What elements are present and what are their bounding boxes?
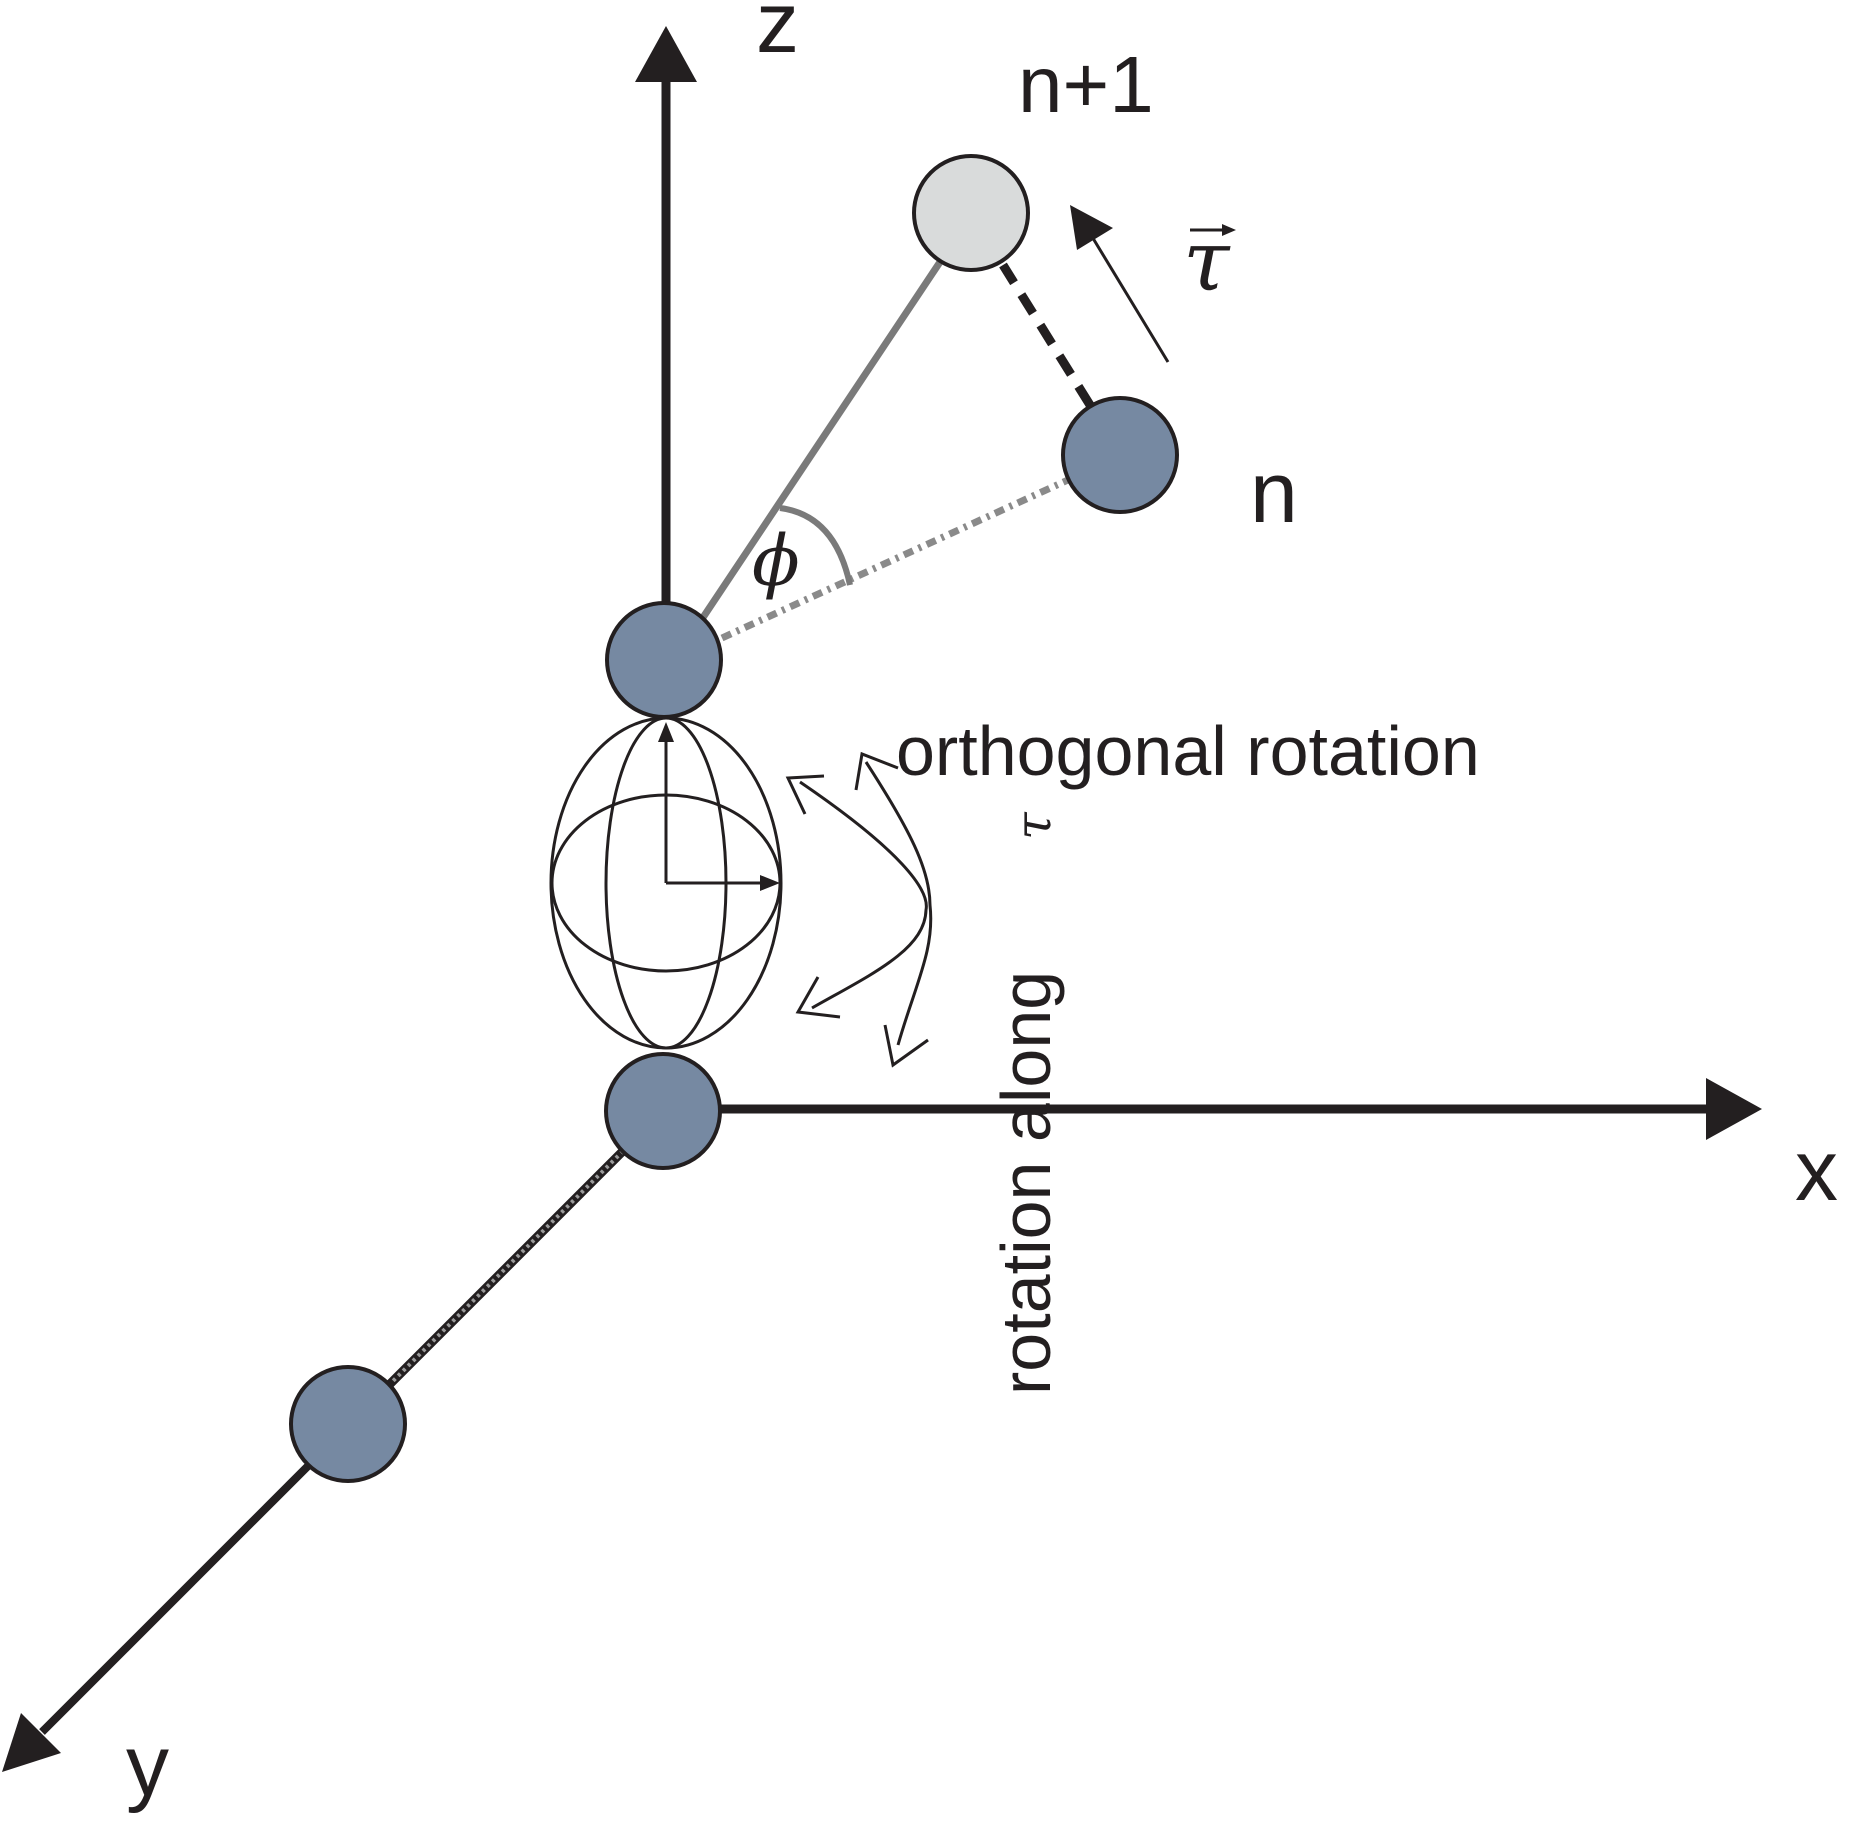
y-axis-label: y [126, 1718, 169, 1814]
nodes [289, 154, 1179, 1483]
rotation-arrows [785, 751, 933, 1068]
bond-to-n [720, 476, 1070, 642]
rotation-curve-2 [864, 761, 933, 1046]
rotation-arrowhead-1a [785, 774, 825, 815]
local-axis-vertical-head [658, 722, 674, 742]
angle-symbol: ϕ [752, 520, 800, 602]
ellipsoid [549, 716, 783, 1050]
node-lower [289, 1365, 407, 1483]
tangent-arrow-line [1086, 229, 1170, 363]
bonds [697, 260, 1094, 642]
bond-n-next [999, 262, 1094, 408]
node-origin [604, 1052, 722, 1170]
y-axis-arrowhead [2, 1713, 61, 1772]
rotation-arrowhead-2b [883, 1024, 929, 1068]
rotation-arrowhead-2a [854, 751, 899, 791]
tangent-vector [1070, 205, 1170, 363]
rotation-along-group: rotation along τ [987, 811, 1065, 1395]
rotation-curve-1 [799, 780, 928, 1010]
y-axis-bond-dots [380, 1144, 630, 1394]
node-upper [605, 601, 723, 719]
angle-arc [779, 505, 853, 586]
rotation-arrowhead-1b [795, 976, 841, 1019]
y-axis [39, 1459, 315, 1735]
z-axis-arrowhead [635, 26, 697, 82]
node-next-label: n+1 [1018, 40, 1154, 129]
x-axis-label: x [1795, 1123, 1838, 1219]
node-next [912, 154, 1030, 272]
rotation-along-label: rotation along [987, 971, 1065, 1395]
node-n [1061, 396, 1179, 514]
tangent-symbol-arrowhead [1222, 224, 1236, 236]
rotation-along-tau: τ [1004, 811, 1062, 840]
x-axis-arrowhead [1706, 1078, 1762, 1140]
node-n-label: n [1250, 445, 1298, 541]
bond-to-next [697, 260, 943, 624]
local-axis-horizontal-head [760, 875, 780, 891]
orthogonal-rotation-label: orthogonal rotation [896, 712, 1480, 790]
axes [2, 26, 1762, 1772]
tangent-arrow-head [1070, 205, 1113, 250]
z-axis-label: z [756, 0, 799, 71]
